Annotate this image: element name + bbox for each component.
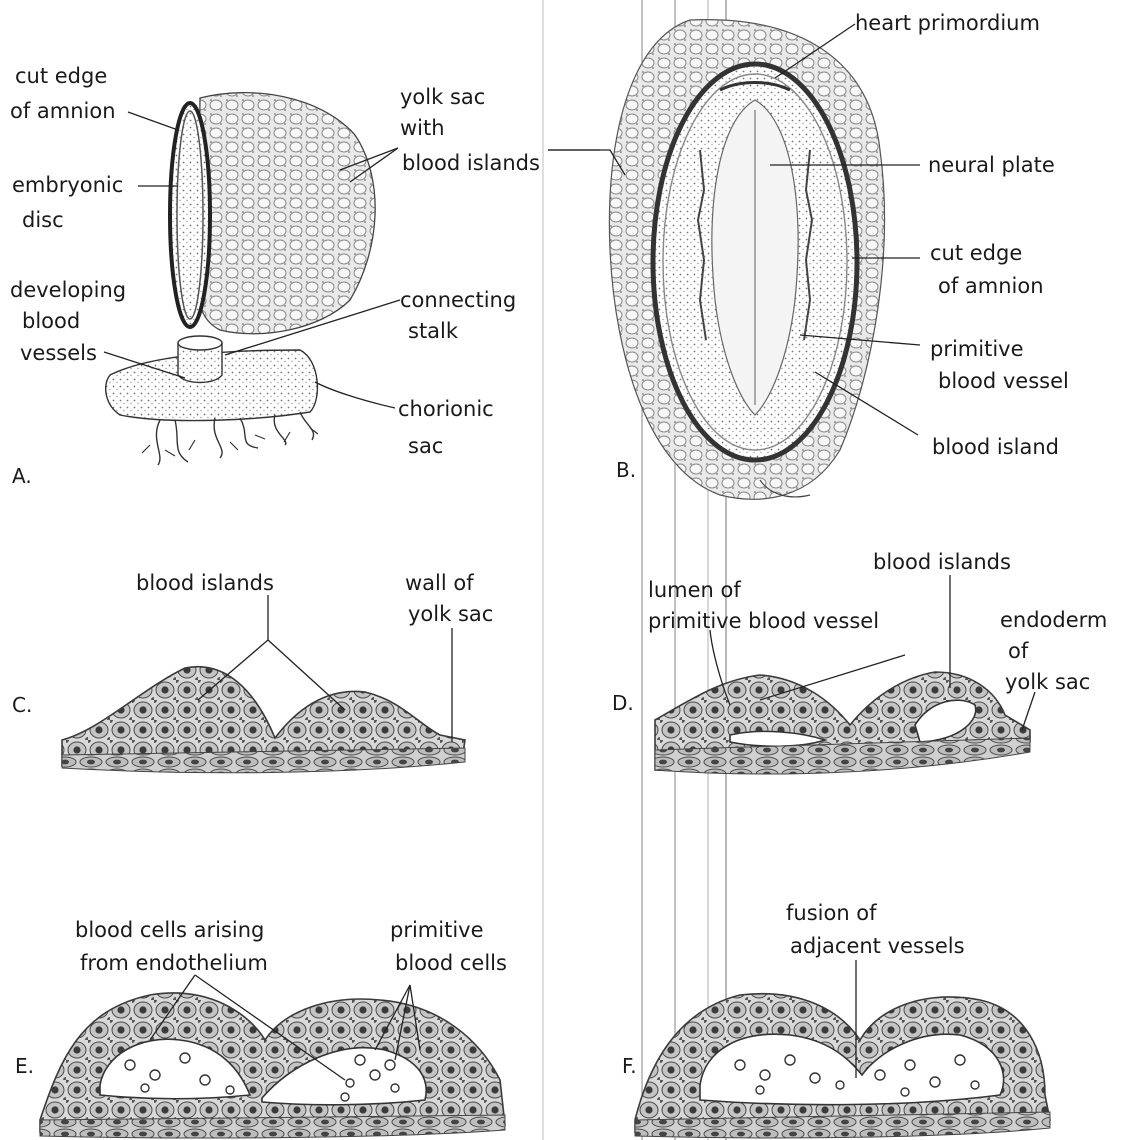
panel-letter-f: F. xyxy=(622,1054,637,1078)
label-fusion-2: adjacent vessels xyxy=(790,934,965,958)
label-connecting-stalk-1: connecting xyxy=(400,288,516,312)
panel-c: blood islands wall of yolk sac C. xyxy=(12,571,493,773)
label-developing-vessels-1: developing xyxy=(10,278,126,302)
label-primitive-cells-2: blood cells xyxy=(395,951,507,975)
label-primitive-vessel-2: blood vessel xyxy=(938,369,1069,393)
label-embryonic-disc-2: disc xyxy=(22,208,64,232)
panel-letter-b: B. xyxy=(616,458,636,482)
panel-letter-e: E. xyxy=(15,1054,34,1078)
panel-letter-d: D. xyxy=(612,691,634,715)
label-endoderm-3: yolk sac xyxy=(1005,670,1090,694)
label-blood-islands-d: blood islands xyxy=(873,550,1011,574)
label-developing-vessels-3: vessels xyxy=(20,341,97,365)
panel-a: cut edge of amnion embryonic disc develo… xyxy=(10,64,540,488)
label-fusion-1: fusion of xyxy=(786,901,877,925)
label-heart-primordium: heart primordium xyxy=(855,11,1040,35)
label-neural-plate: neural plate xyxy=(928,153,1055,177)
label-yolk-sac-1: yolk sac xyxy=(400,85,485,109)
label-arising-1: blood cells arising xyxy=(75,918,264,942)
panel-e: blood cells arising from endothelium pri… xyxy=(15,918,507,1138)
embryo-b-drawing xyxy=(653,64,857,460)
label-lumen-2: primitive blood vessel xyxy=(648,609,879,633)
label-chorionic-sac-1: chorionic xyxy=(398,397,494,421)
label-endoderm-1: endoderm xyxy=(1000,608,1107,632)
label-cut-edge-amnion-b-2: of amnion xyxy=(938,274,1044,298)
label-endoderm-2: of xyxy=(1008,639,1029,663)
label-chorionic-sac-2: sac xyxy=(408,434,443,458)
label-wall-yolk-sac-1: wall of xyxy=(405,571,474,595)
label-cut-edge-amnion-b-1: cut edge xyxy=(930,241,1022,265)
label-yolk-sac-3: blood islands xyxy=(402,151,540,175)
label-primitive-cells-1: primitive xyxy=(390,918,484,942)
label-connecting-stalk-2: stalk xyxy=(408,319,459,343)
label-blood-island-b: blood island xyxy=(932,435,1059,459)
connecting-stalk-drawing xyxy=(178,336,222,383)
label-blood-islands-c: blood islands xyxy=(136,571,274,595)
label-wall-yolk-sac-2: yolk sac xyxy=(408,602,493,626)
label-yolk-sac-2: with xyxy=(400,116,445,140)
panel-letter-a: A. xyxy=(12,464,32,488)
yolk-sac-drawing xyxy=(197,93,375,334)
label-primitive-vessel-1: primitive xyxy=(930,337,1024,361)
label-embryonic-disc-1: embryonic xyxy=(12,173,123,197)
panel-letter-c: C. xyxy=(12,693,32,717)
embryonic-disc-drawing xyxy=(170,103,210,327)
label-cut-edge-amnion-a-2: of amnion xyxy=(10,99,116,123)
label-lumen-1: lumen of xyxy=(648,578,741,602)
label-cut-edge-amnion-a-1: cut edge xyxy=(15,64,107,88)
panel-f: fusion of adjacent vessels F. xyxy=(622,901,1050,1138)
label-arising-2: from endothelium xyxy=(80,951,268,975)
panel-d: blood islands lumen of primitive blood v… xyxy=(612,550,1107,774)
panel-b: heart primordium neural plate cut edge o… xyxy=(548,11,1069,499)
label-developing-vessels-2: blood xyxy=(22,309,80,333)
